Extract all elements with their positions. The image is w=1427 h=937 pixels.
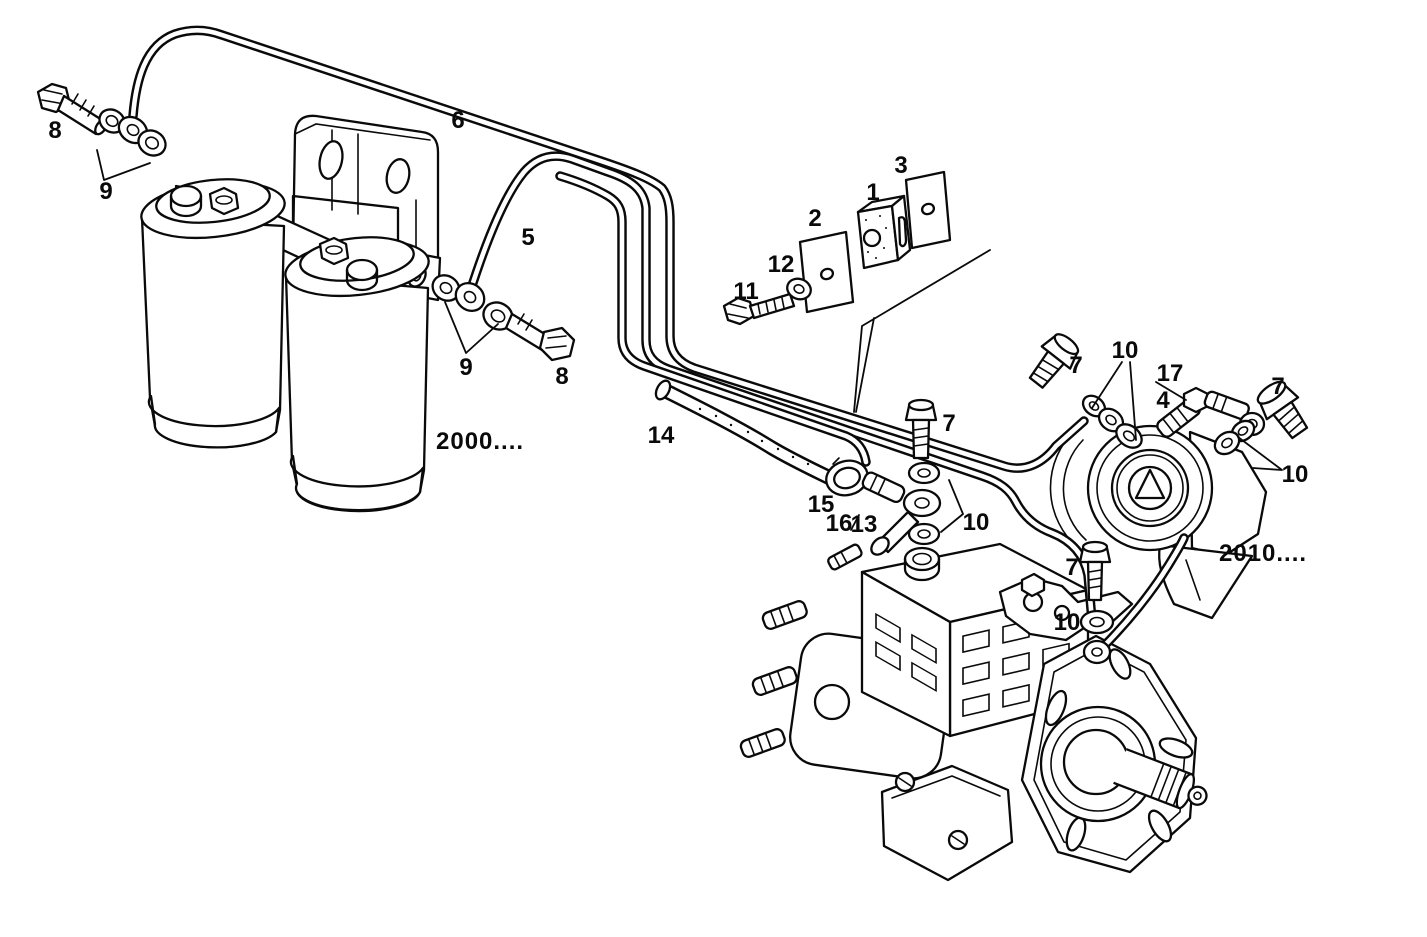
pipe-clamp-parts	[722, 170, 952, 326]
bolt-8-washers-9-left	[36, 82, 167, 157]
banjo-union-13	[861, 398, 942, 582]
fuel-filter-2	[284, 236, 430, 513]
fuel-filter-1	[140, 178, 286, 449]
banjo-bolt-7	[904, 398, 938, 460]
fuel-pipes	[128, 25, 1189, 653]
hose-texture	[698, 407, 810, 466]
feedpump-right-banjo	[1213, 380, 1309, 456]
bolt-8-washers-9-mid	[431, 274, 576, 362]
fuel-feed-pump	[1049, 386, 1268, 620]
pump-banjo-bolt-7	[1078, 540, 1115, 665]
feedpump-left-banjo	[1028, 333, 1143, 449]
leader-lines	[96, 149, 1283, 533]
fuel-hose	[654, 379, 869, 497]
injection-pump	[739, 542, 1208, 882]
injector-outlet-fittings	[739, 600, 808, 758]
